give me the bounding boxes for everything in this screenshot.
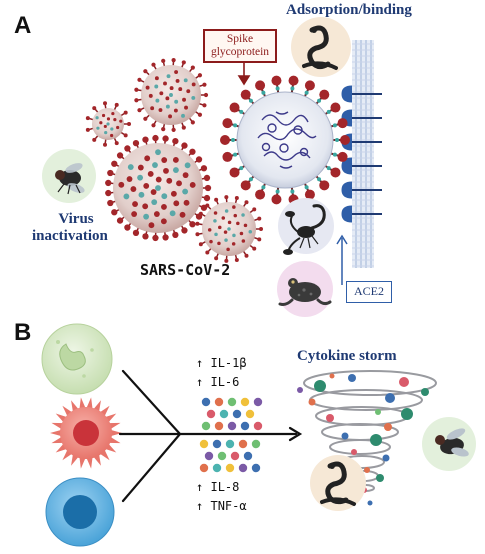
cytokine-dots-lower [200,440,260,472]
panel-b-label: B [14,321,31,345]
snake-icon [310,455,366,511]
virus-particle [105,135,211,241]
virus-particle [195,195,263,263]
virus-inactivation-line2: inactivation [32,229,108,244]
virus-name-label: SARS-CoV-2 [140,263,230,278]
cytokine-tnfa: ↑ TNF-α [196,500,247,512]
ace2-pointer-arrow [337,236,347,285]
snake-icon [291,17,351,77]
cytokine-tnfa-label: TNF-α [210,499,246,513]
up-arrow-icon: ↑ [196,480,203,494]
cytokine-il6-label: IL-6 [210,375,239,389]
up-arrow-icon: ↑ [196,499,203,513]
up-arrow-icon: ↑ [196,356,203,370]
cytokine-il8-label: IL-8 [210,480,239,494]
panel-a-label: A [14,14,31,38]
virus-particle [134,58,208,132]
virus-inactivation-line1: Virus [54,212,98,227]
lymphocyte-cell-icon [46,478,114,546]
virus-particle [86,101,131,147]
cytokine-il1b: ↑ IL-1β [196,357,247,369]
cytokine-il8: ↑ IL-8 [196,481,239,493]
macrophage-cell-icon [42,324,112,394]
cytokine-dots-upper [202,398,262,430]
cytokine-storm-title: Cytokine storm [297,349,397,364]
spike-glycoprotein-label: Spike glycoprotein [203,29,277,63]
fly-icon [422,417,476,471]
cytokine-il1b-label: IL-1β [210,356,246,370]
fly-icon [42,149,96,203]
spike-label-line2: glycoprotein [205,46,275,59]
scorpion-icon [278,198,334,255]
up-arrow-icon: ↑ [196,375,203,389]
cytokine-il6: ↑ IL-6 [196,376,239,388]
sars-cov-2-particles [86,58,263,263]
cell-membrane [352,40,374,268]
frog-icon [277,261,333,317]
large-virus-particle [220,76,350,205]
ace2-label: ACE2 [346,281,392,303]
spike-label-line1: Spike [205,33,275,46]
spike-label-arrow [239,63,249,84]
dendritic-cell-icon [50,397,122,468]
adsorption-title: Adsorption/binding [286,3,412,18]
